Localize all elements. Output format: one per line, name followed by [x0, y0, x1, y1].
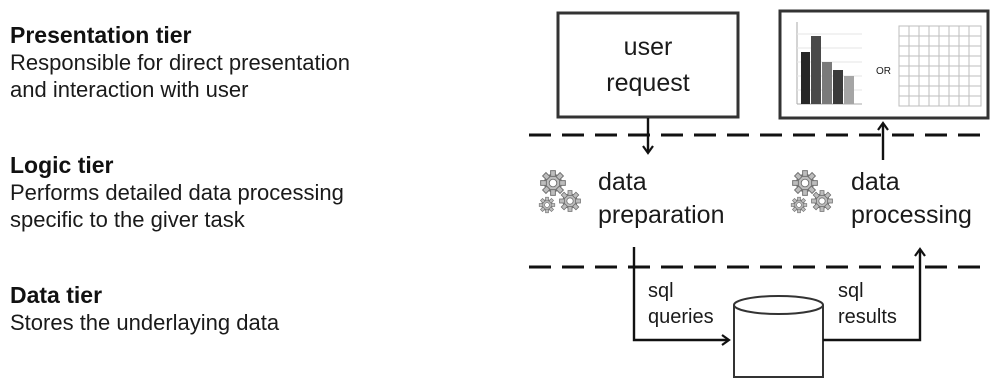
sql-results-label-line-2: results	[838, 306, 897, 328]
data-preparation-label-line-1: data	[598, 168, 647, 196]
user-request-box	[556, 11, 740, 119]
data-preparation-label-line-2: preparation	[598, 201, 724, 229]
logic-tier-desc-line-2: specific to the giver task	[10, 207, 245, 232]
table-grid-thumbnail-icon	[898, 25, 982, 107]
presentation-tier-desc-line-1: Responsible for direct presentation	[10, 50, 350, 75]
sql-results-label-line-1: sql	[838, 280, 864, 302]
data-tier-block: Data tier Stores the underlaying data	[10, 282, 279, 336]
logic-tier-title: Logic tier	[10, 152, 114, 178]
gears-icon-preparation	[538, 170, 581, 214]
arrow-database-to-processing	[823, 247, 926, 342]
data-tier-desc-line-1: Stores the underlaying data	[10, 310, 280, 335]
user-request-label-line-2: request	[606, 69, 689, 97]
data-tier-title: Data tier	[10, 282, 103, 308]
arrow-preparation-to-database	[632, 247, 731, 346]
sql-queries-label-line-2: queries	[648, 306, 714, 328]
or-label: OR	[876, 66, 891, 77]
user-request-label-line-1: user	[624, 33, 673, 61]
presentation-tier-block: Presentation tier Responsible for direct…	[10, 22, 350, 103]
presentation-tier-desc-line-2: and interaction with user	[10, 77, 249, 102]
presentation-tier-title: Presentation tier	[10, 22, 192, 48]
database-cylinder-icon	[733, 295, 824, 378]
bar-chart-thumbnail-icon	[796, 22, 862, 105]
logic-tier-desc-line-1: Performs detailed data processing	[10, 180, 344, 205]
data-processing-label-line-1: data	[851, 168, 900, 196]
data-processing-label-line-2: processing	[851, 201, 972, 229]
logic-tier-block: Logic tier Performs detailed data proces…	[10, 152, 344, 233]
sql-queries-label-line-1: sql	[648, 280, 674, 302]
gears-icon-processing	[790, 170, 833, 214]
